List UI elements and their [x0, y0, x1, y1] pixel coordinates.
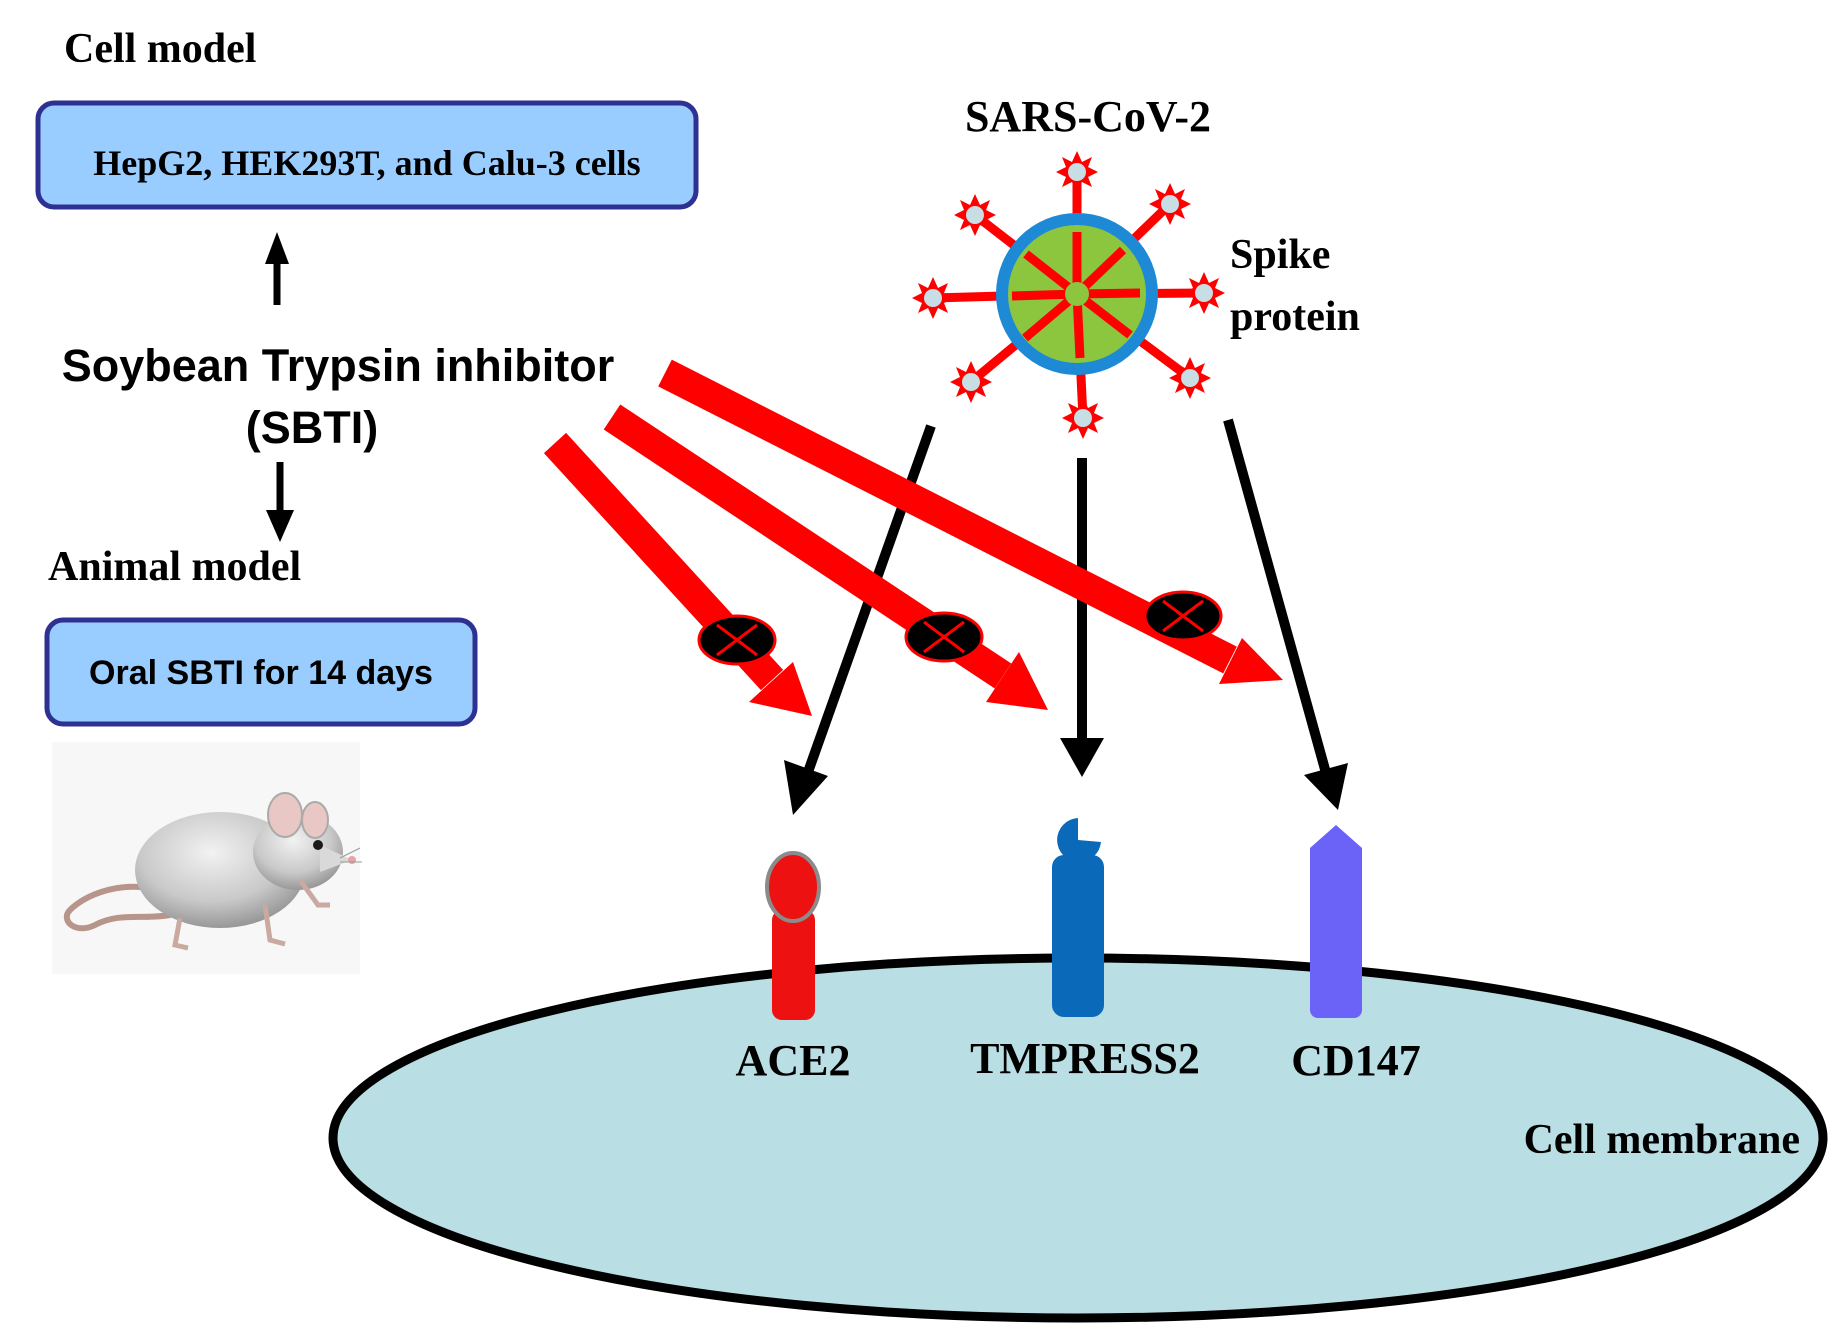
animal-model-heading: Animal model: [48, 544, 301, 590]
inhibition-arrow-tmpress2: [603, 404, 1048, 710]
down-arrow-icon: [266, 462, 294, 542]
cell-model-heading: Cell model: [64, 26, 256, 72]
spike-label-line2: protein: [1230, 294, 1360, 340]
inhibition-arrow-cd147: [658, 359, 1283, 684]
inhibitor-name: Soybean Trypsin inhibitor: [62, 340, 615, 391]
spike-label-line1: Spike: [1230, 232, 1330, 278]
ace2-receptor: [765, 851, 821, 1020]
tmpress2-receptor: [1052, 818, 1104, 1017]
cell-model-box: [35, 100, 699, 210]
cd147-receptor: [1310, 825, 1362, 1018]
inhibition-arrow-ace2: [543, 432, 812, 716]
tmpress2-label: TMPRESS2: [970, 1034, 1200, 1083]
virus-icon: [912, 151, 1225, 439]
ace2-label: ACE2: [736, 1036, 851, 1085]
animal-treatment-box: [44, 617, 478, 727]
binding-arrow-cd147: [1223, 418, 1348, 810]
cd147-label: CD147: [1291, 1036, 1421, 1085]
virus-label: SARS-CoV-2: [965, 92, 1211, 141]
cell-lines-text: HepG2, HEK293T, and Calu-3 cells: [93, 143, 640, 183]
up-arrow-icon: [265, 232, 289, 305]
animal-treatment-text: Oral SBTI for 14 days: [89, 654, 433, 692]
rat-illustration: [52, 742, 362, 974]
inhibitor-abbrev: (SBTI): [246, 402, 378, 453]
cell-membrane-label: Cell membrane: [1524, 1117, 1800, 1163]
binding-arrow-tmpress2: [1060, 458, 1104, 777]
